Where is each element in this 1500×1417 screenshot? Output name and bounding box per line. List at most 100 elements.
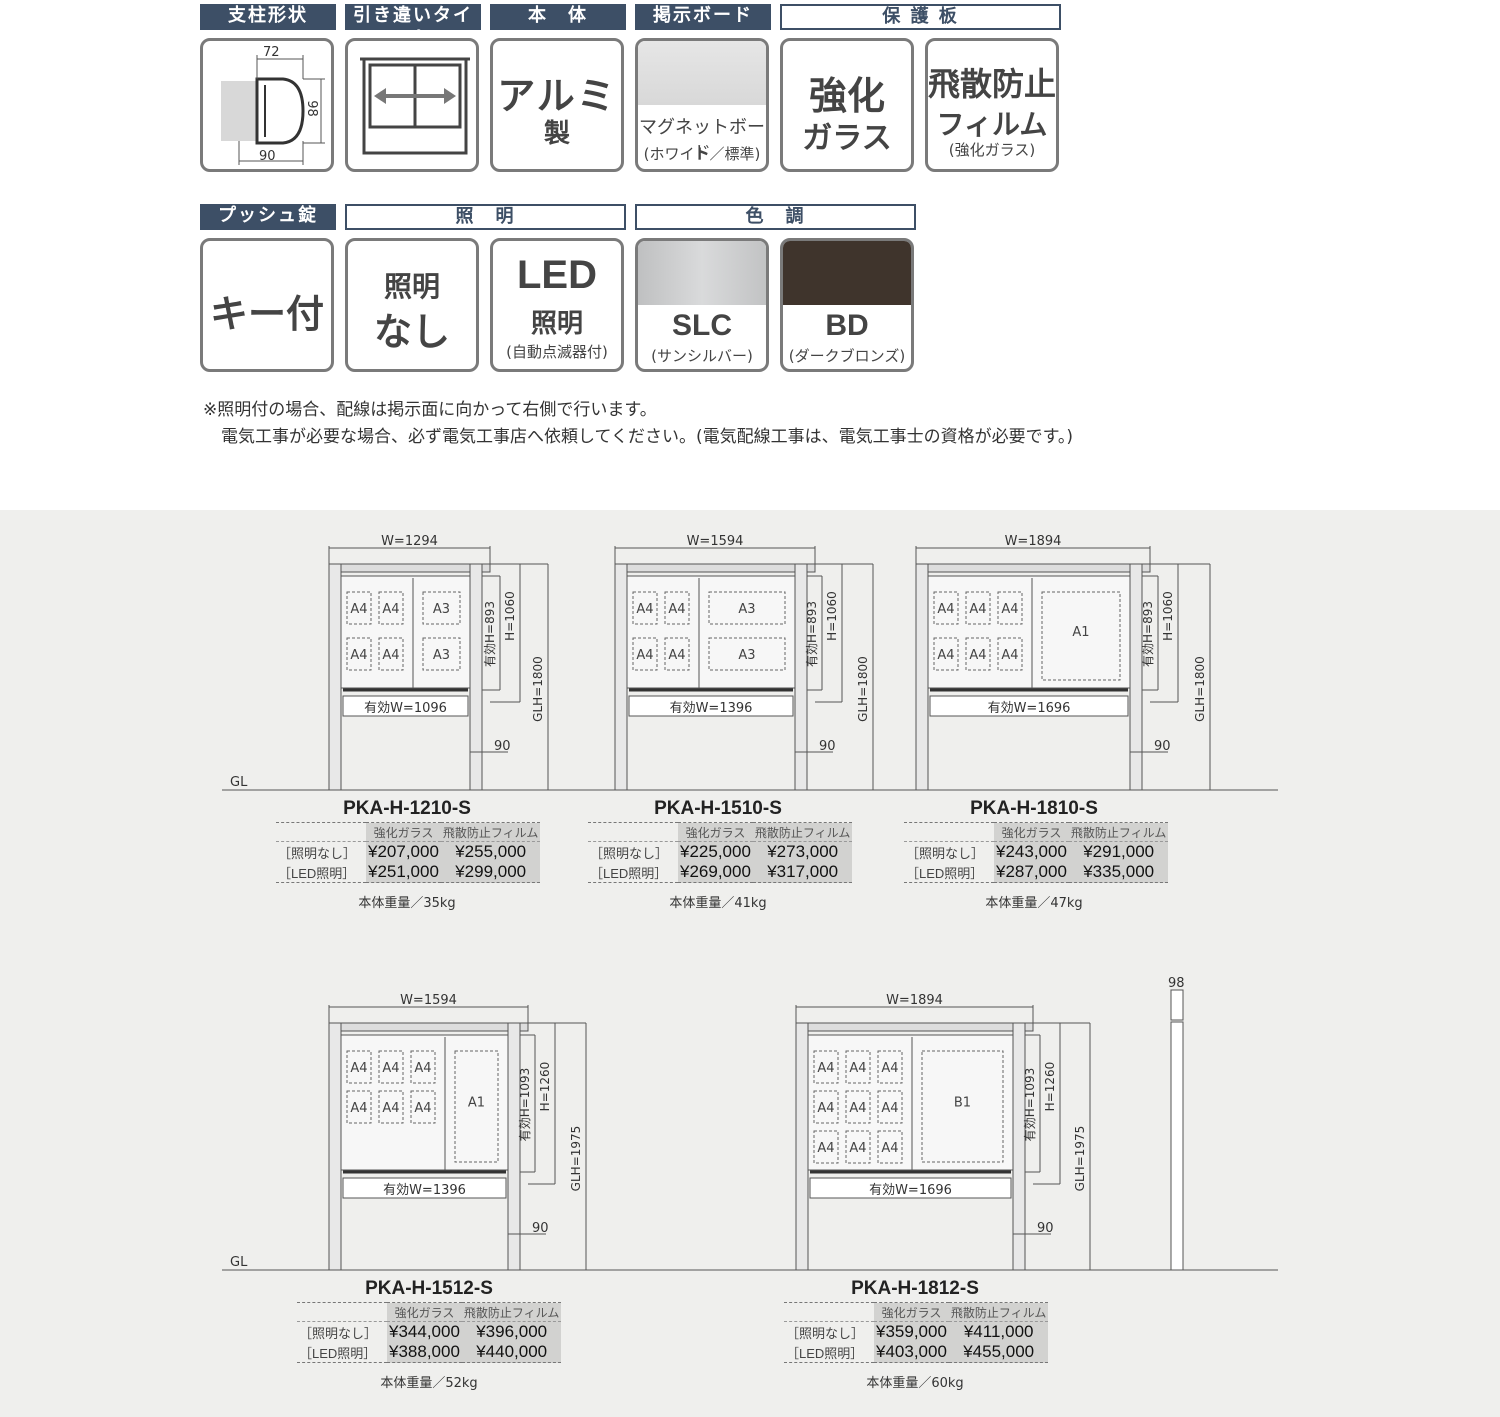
slot-label: A3 (738, 602, 755, 617)
slot-a4 (877, 1050, 903, 1084)
film-line1: 飛散防止 (928, 65, 1057, 103)
header-color: 色 調 (635, 204, 916, 230)
glass-line1: 強化 (808, 74, 885, 118)
price-no-light-glass: ¥359,000 (874, 1321, 949, 1342)
right-post (507, 1022, 521, 1271)
slot-a4 (965, 591, 991, 625)
slot-a4 (877, 1130, 903, 1164)
price-header-film: 飛散防止フィルム (948, 1302, 1049, 1322)
slot-label: B1 (954, 1096, 971, 1111)
slot-label: A4 (350, 1101, 367, 1116)
led-line1: LED (517, 253, 597, 297)
slot-label: A4 (937, 648, 954, 663)
price-header-film: 飛散防止フィルム (1068, 822, 1169, 842)
model-name: PKA-H-1210-S (343, 798, 471, 819)
key-label: キー付 (209, 292, 324, 336)
body-weight: 本体重量／52kg (380, 1376, 478, 1391)
card-board: マグネットボード (ホワイト／標準) (635, 38, 769, 172)
roof (915, 563, 1151, 573)
price-led-film: ¥455,000 (948, 1342, 1049, 1363)
price-header-blank (588, 823, 678, 842)
slot-label: A4 (414, 1061, 431, 1076)
slot-a4 (877, 1090, 903, 1124)
slc-name: (サンシルバー) (651, 347, 753, 365)
electric-work-note: 電気工事が必要な場合、必ず電気工事店へ依頼してください。(電気配線工事は、電気工… (221, 427, 1074, 447)
slot-label: A3 (433, 602, 450, 617)
slot-a4 (813, 1130, 839, 1164)
width-label: W=1594 (400, 993, 457, 1008)
effective-height-label: 有効H=893 (482, 601, 497, 667)
slot-a3 (708, 591, 786, 625)
side-post-label: 98 (1168, 976, 1185, 991)
bd-swatch (783, 241, 911, 305)
slot-label: A4 (817, 1101, 834, 1116)
slot-label: A4 (969, 602, 986, 617)
effective-height-label: 有効H=1093 (1022, 1068, 1037, 1142)
price-led-film: ¥440,000 (461, 1342, 562, 1363)
slot-a3 (422, 591, 461, 625)
price-table: 強化ガラス飛散防止フィルム［照明なし］¥225,000¥273,000［LED照… (588, 822, 853, 883)
card-no-light: 照明 なし (345, 238, 479, 372)
side-post (1170, 1021, 1184, 1271)
slot-a4 (664, 637, 690, 671)
led-line2: 照明 (530, 309, 583, 339)
price-led-glass: ¥287,000 (994, 862, 1069, 883)
slot-large (454, 1050, 499, 1163)
slot-label: A4 (636, 648, 653, 663)
slot-label: A4 (382, 648, 399, 663)
body-weight: 本体重量／60kg (866, 1376, 964, 1391)
slot-a4 (933, 637, 959, 671)
card-bd: BD (ダークブロンズ) (780, 238, 914, 372)
slot-a4 (346, 1050, 372, 1084)
board-name: マグネットボード (639, 117, 765, 164)
post-shape-icon (221, 55, 325, 165)
card-key: キー付 (200, 238, 334, 372)
header-post-shape: 支柱形状 (200, 4, 336, 30)
glh-label: GLH=1800 (531, 656, 545, 722)
bd-code: BD (825, 309, 869, 342)
price-led-film: ¥299,000 (440, 862, 541, 883)
slot-label: A4 (382, 1061, 399, 1076)
slot-a4 (346, 637, 372, 671)
slot-a4 (845, 1090, 871, 1124)
slot-a3 (422, 637, 461, 671)
price-header-glass: 強化ガラス (366, 822, 441, 842)
board-panel (340, 1034, 509, 1171)
width-label: W=1894 (886, 993, 943, 1008)
header-lighting: 照 明 (345, 204, 626, 230)
bd-name: (ダークブロンズ) (788, 347, 906, 365)
effective-width-label: 有効W=1396 (383, 1183, 466, 1198)
row-label-no-light: ［照明なし］ (786, 1325, 865, 1341)
model-name: PKA-H-1510-S (654, 798, 782, 819)
price-header-film: 飛散防止フィルム (461, 1302, 562, 1322)
right-post (1129, 563, 1143, 791)
slot-a4 (933, 591, 959, 625)
slot-label: A4 (1001, 602, 1018, 617)
slot-label: A4 (668, 648, 685, 663)
slot-a4 (346, 591, 372, 625)
body-weight: 本体重量／47kg (985, 896, 1083, 911)
price-table: 強化ガラス飛散防止フィルム［照明なし］¥243,000¥291,000［LED照… (904, 822, 1169, 883)
model-name: PKA-H-1512-S (365, 1278, 493, 1299)
board-detail: (ホワイト／標準) (643, 145, 761, 163)
price-header-glass: 強化ガラス (387, 1302, 462, 1322)
post-dim-top: 72 (263, 45, 280, 60)
price-led-glass: ¥403,000 (874, 1342, 949, 1363)
price-no-light-film: ¥396,000 (461, 1321, 562, 1342)
body-made: 製 (543, 119, 570, 149)
left-post (328, 1022, 342, 1271)
slot-a4 (632, 637, 658, 671)
slc-swatch (638, 241, 766, 305)
row-label-led: ［LED照明］ (786, 1345, 864, 1361)
effective-width-label: 有効W=1696 (988, 701, 1071, 716)
price-header-blank (784, 1303, 874, 1322)
body-weight: 本体重量／41kg (669, 896, 767, 911)
slot-label: A4 (937, 602, 954, 617)
body-weight: 本体重量／35kg (358, 896, 456, 911)
row-label-no-light: ［照明なし］ (590, 845, 669, 861)
price-no-light-glass: ¥207,000 (366, 841, 441, 862)
slot-label: A4 (881, 1061, 898, 1076)
slot-a4 (378, 637, 404, 671)
price-no-light-film: ¥255,000 (440, 841, 541, 862)
wiring-note: ※照明付の場合、配線は掲示面に向かって右側で行います。 (203, 400, 657, 420)
